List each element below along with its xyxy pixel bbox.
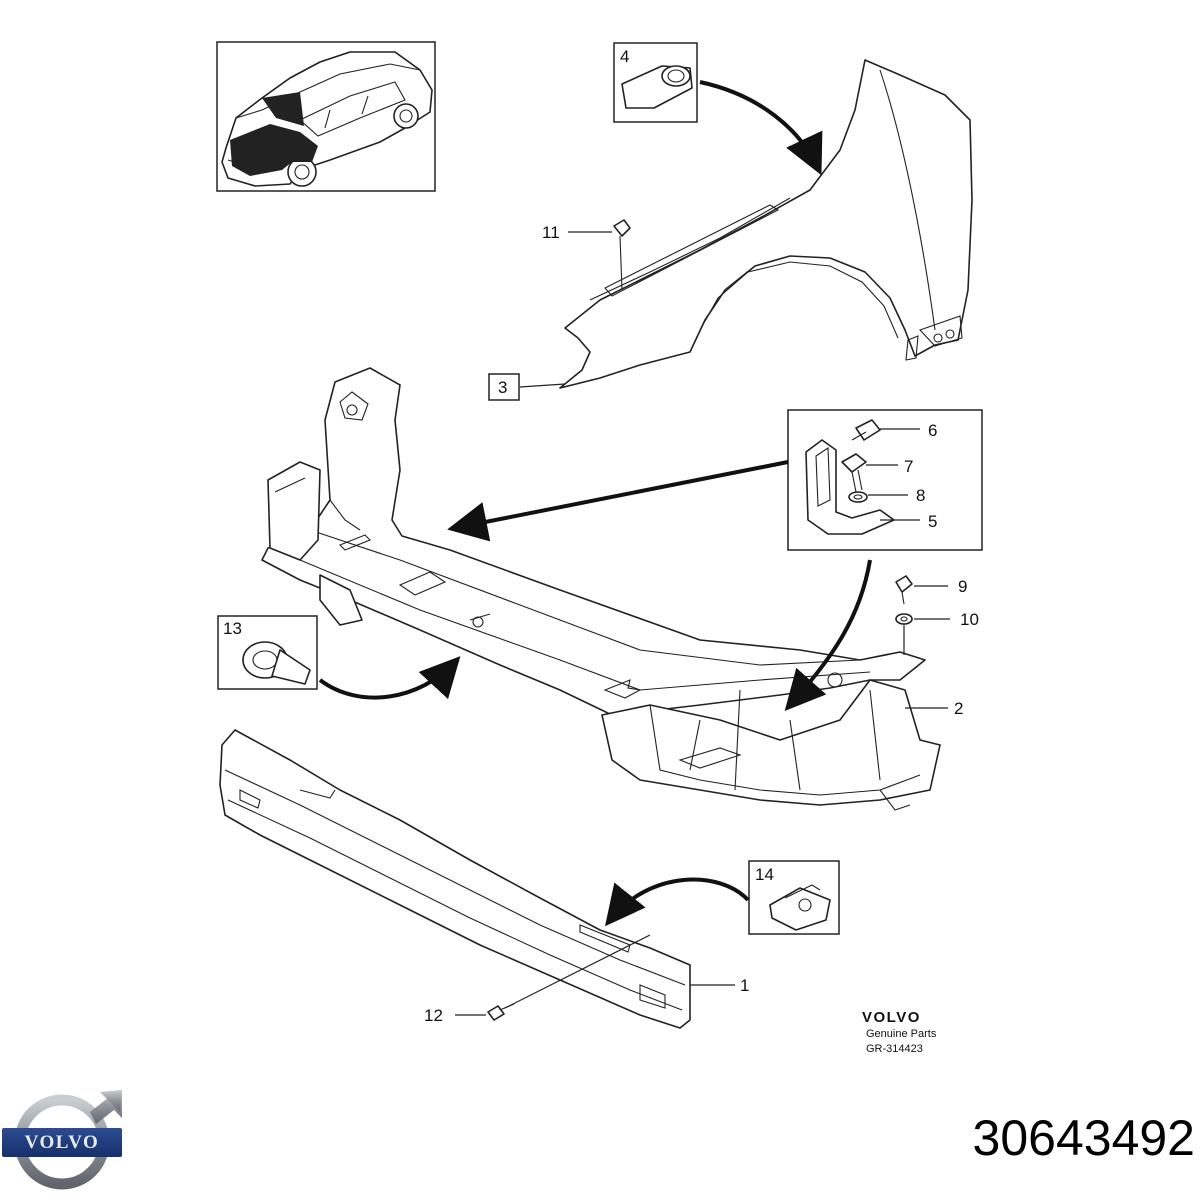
callout-13: 13 [223,619,242,638]
part-13-inset [217,615,318,690]
stamp-diagram-code: GR-314423 [866,1043,923,1055]
callout-4: 4 [620,47,629,66]
part-number: 30643492 [972,1110,1195,1166]
callout-2: 2 [954,699,963,718]
callout-1: 1 [740,976,749,995]
front-fender [559,59,973,389]
stamp-subtitle: Genuine Parts [866,1028,937,1040]
genuine-parts-stamp: VOLVO Genuine Parts GR-314423 [862,1009,937,1055]
stamp-wordmark: VOLVO [862,1009,921,1026]
radiator-support [261,367,941,811]
callout-labels: 1 2 3 4 5 6 7 8 9 10 11 12 13 14 [223,47,979,1025]
pointer-arrows [318,80,872,927]
hardware-fasteners [487,219,913,1021]
callout-8: 8 [916,486,925,505]
callout-12: 12 [424,1006,443,1025]
callout-5: 5 [928,512,937,531]
callout-7: 7 [904,457,913,476]
callout-11: 11 [542,223,560,242]
volvo-logo: VOLVO [2,1090,122,1190]
callout-10: 10 [960,610,979,629]
bumper-reinforcement [219,729,691,1029]
callout-14: 14 [755,865,774,884]
logo-wordmark: VOLVO [25,1132,100,1153]
bracket-assembly-inset [787,409,983,551]
vehicle-overview-inset [216,41,436,192]
callout-9: 9 [958,577,967,596]
leader-lines [455,231,950,1016]
callout-3: 3 [498,378,507,397]
part-4-inset [613,42,698,123]
part-14-inset [748,860,840,935]
callout-6: 6 [928,421,937,440]
